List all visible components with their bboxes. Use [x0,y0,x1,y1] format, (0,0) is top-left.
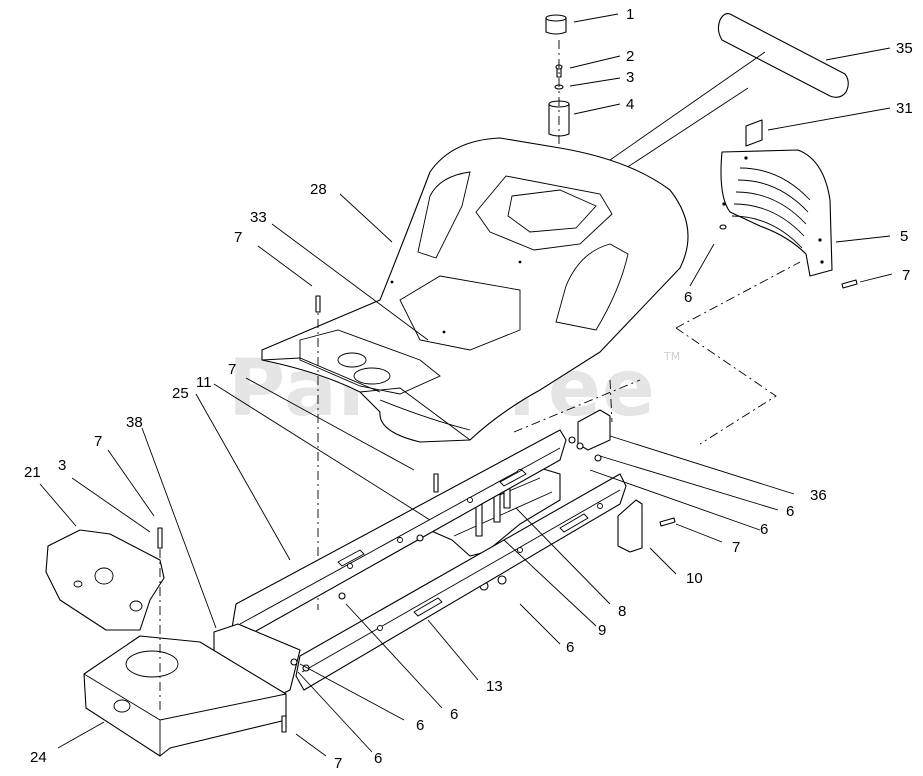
callout-24: 24 [30,749,47,766]
callout-7-mid: 7 [228,361,236,378]
callout-35: 35 [896,40,913,57]
callout-31: 31 [896,100,913,117]
callout-28: 28 [310,181,327,198]
part-frame-rail-secondary [295,473,627,691]
callout-25: 25 [172,385,189,402]
callout-38: 38 [126,414,143,431]
watermark-trademark: TM [663,350,680,363]
callout-6-mid: 6 [566,639,574,656]
part-label [745,119,763,147]
part-rear-shield [719,149,858,289]
callout-7-left: 7 [94,433,102,450]
assembly-line-shield [675,261,801,445]
callout-1: 1 [626,6,634,23]
assembly-line-bracket [513,379,641,433]
callout-labels: 1 2 3 4 35 31 5 7 6 28 33 7 7 11 25 38 7… [24,6,913,772]
callout-6-low2: 6 [416,717,424,734]
fasteners [157,436,676,733]
callout-7-top-left: 7 [234,229,242,246]
callout-21: 21 [24,464,41,481]
callout-10: 10 [686,570,703,587]
callout-5: 5 [900,228,908,245]
assembly-line-decal [609,51,766,173]
callout-6-r2: 6 [760,521,768,538]
callout-3: 3 [626,69,634,86]
callout-36: 36 [810,487,827,504]
callout-6-low1: 6 [450,706,458,723]
part-front-housing [45,529,165,631]
callout-3-left: 3 [58,457,66,474]
part-seat-bolt [315,295,321,313]
part-lower-base [83,635,287,757]
callout-11: 11 [196,374,212,391]
callout-8: 8 [618,603,626,620]
leader-lines [39,13,893,757]
callout-13: 13 [486,678,503,695]
callout-33: 33 [250,209,267,226]
callout-6-r1: 6 [786,503,794,520]
part-decal-strip [717,13,849,98]
callout-4: 4 [626,96,634,113]
callout-9: 9 [598,622,606,639]
callout-2: 2 [626,48,634,65]
part-fender-pan [261,137,689,443]
callout-6-right: 6 [684,289,692,306]
part-frame-rail-main [231,429,567,641]
part-rear-mount-bracket [617,499,643,553]
callout-7-bottom: 7 [334,755,342,772]
part-knob-cap [545,14,567,35]
callout-6-low3: 6 [374,750,382,767]
callout-7-r: 7 [732,539,740,556]
callout-7-right: 7 [902,267,910,284]
